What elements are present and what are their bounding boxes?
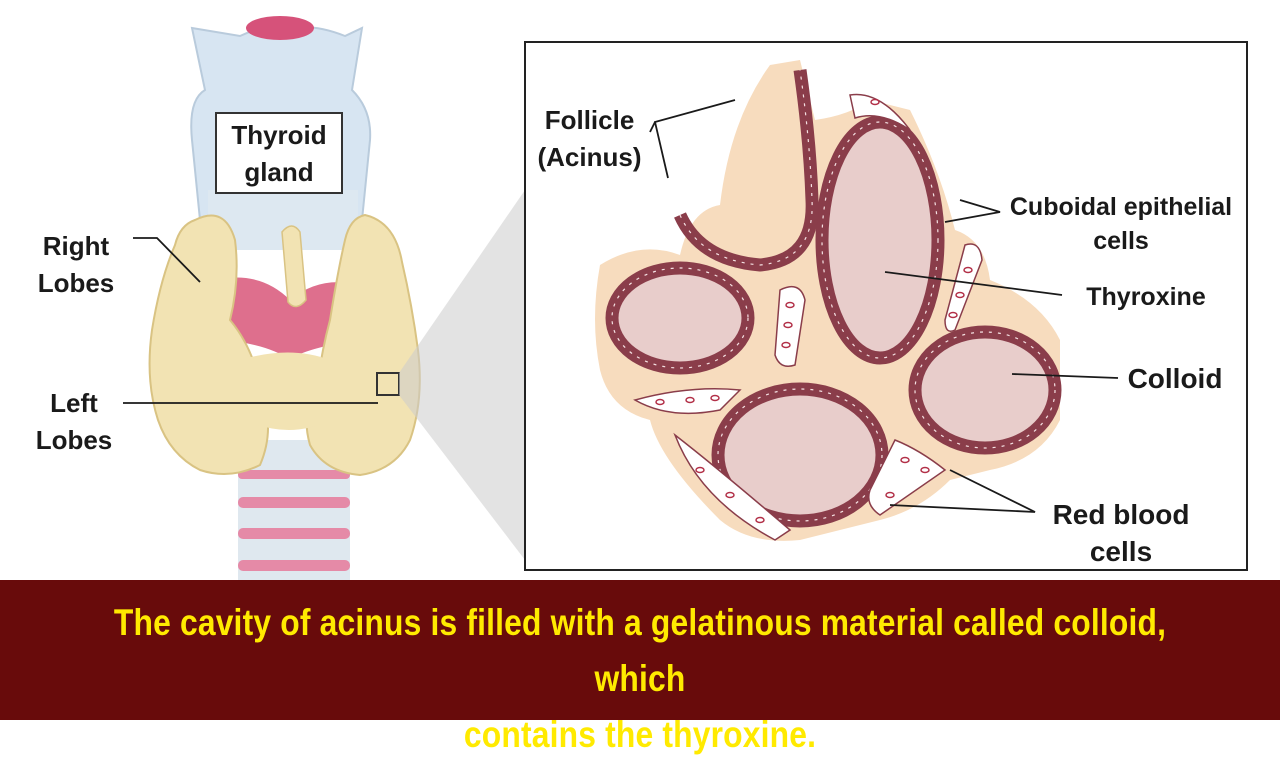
cuboidal-label-line2: cells (998, 224, 1244, 258)
red-blood-label-line1: Red blood (1038, 496, 1204, 533)
colloid-label: Colloid (1115, 360, 1235, 397)
follicle-label-line1: Follicle (527, 102, 652, 139)
thyroid-gland-label-line1: Thyroid (217, 117, 341, 154)
caption-line-2: contains the thyroxine. (107, 707, 1173, 763)
caption: The cavity of acinus is filled with a ge… (107, 595, 1173, 715)
thyroid-gland-label-line2: gland (217, 154, 341, 191)
caption-line-1: The cavity of acinus is filled with a ge… (107, 595, 1173, 707)
left-lobes-label-line1: Left (22, 385, 126, 422)
right-lobe (150, 216, 268, 475)
right-lobes-label-line2: Lobes (22, 265, 130, 302)
follicle-label-line2: (Acinus) (527, 139, 652, 176)
follicle-colloid (612, 268, 748, 368)
isthmus (240, 353, 330, 431)
red-blood-label-line2: cells (1038, 533, 1204, 570)
cuboidal-label-line1: Cuboidal epithelial (998, 190, 1244, 224)
larynx-top (246, 16, 314, 40)
cuboidal-label: Cuboidal epithelial cells (998, 190, 1244, 258)
follicle-colloid (915, 332, 1055, 448)
left-lobes-label: Left Lobes (22, 385, 126, 459)
thyroxine-label: Thyroxine (1070, 279, 1222, 316)
thyroid-illustration (150, 16, 525, 580)
right-lobes-label-line1: Right (22, 228, 130, 265)
thyroid-gland-label: Thyroid gland (215, 112, 343, 194)
right-lobes-label: Right Lobes (22, 228, 130, 302)
left-lobe (306, 215, 419, 475)
follicle-label: Follicle (Acinus) (527, 102, 652, 176)
zoom-cone (399, 190, 525, 560)
red-blood-label: Red blood cells (1038, 496, 1204, 570)
follicle-colloid (822, 122, 938, 358)
left-lobes-label-line2: Lobes (22, 422, 126, 459)
